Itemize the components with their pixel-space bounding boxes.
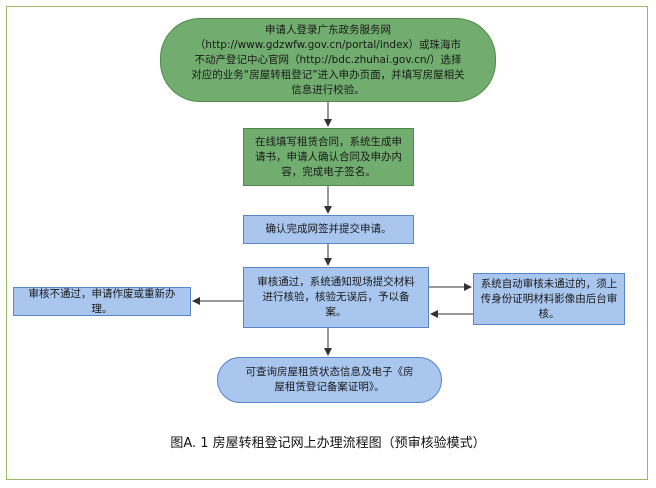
submit-node-text: 确认完成网签并提交申请。 [265, 223, 392, 235]
contract-node: 在线填写租赁合同，系统生成申请书，申请人确认合同及申办内容，完成电子签名。 [243, 128, 414, 186]
start-node: 申请人登录广东政务服务网（http://www.gdzwfw.gov.cn/po… [160, 18, 496, 102]
figure-frame [6, 6, 648, 480]
reject-node: 审核不通过，申请作废或重新办理。 [13, 287, 191, 316]
review-node: 审核通过，系统通知现场提交材料进行核验，核验无误后，予以备案。 [243, 267, 429, 328]
contract-node-text: 在线填写租赁合同，系统生成申请书，申请人确认合同及申办内容，完成电子签名。 [255, 135, 402, 178]
start-node-text: 申请人登录广东政务服务网（http://www.gdzwfw.gov.cn/po… [191, 23, 465, 96]
submit-node: 确认完成网签并提交申请。 [243, 215, 414, 244]
result-node: 可查询房屋租赁状态信息及电子《房屋租赁登记备案证明》。 [217, 357, 442, 403]
result-node-text: 可查询房屋租赁状态信息及电子《房屋租赁登记备案证明》。 [245, 366, 414, 393]
auto-fail-node: 系统自动审核未通过的，须上传身份证明材料影像由后台审核。 [473, 273, 625, 325]
review-node-text: 审核通过，系统通知现场提交材料进行核验，核验无误后，予以备案。 [257, 276, 415, 318]
auto-fail-node-text: 系统自动审核未通过的，须上传身份证明材料影像由后台审核。 [480, 277, 618, 320]
figure-caption: 图A. 1 房屋转租登记网上办理流程图（预审核验模式） [170, 436, 486, 451]
reject-node-text: 审核不通过，申请作废或重新办理。 [28, 287, 176, 315]
